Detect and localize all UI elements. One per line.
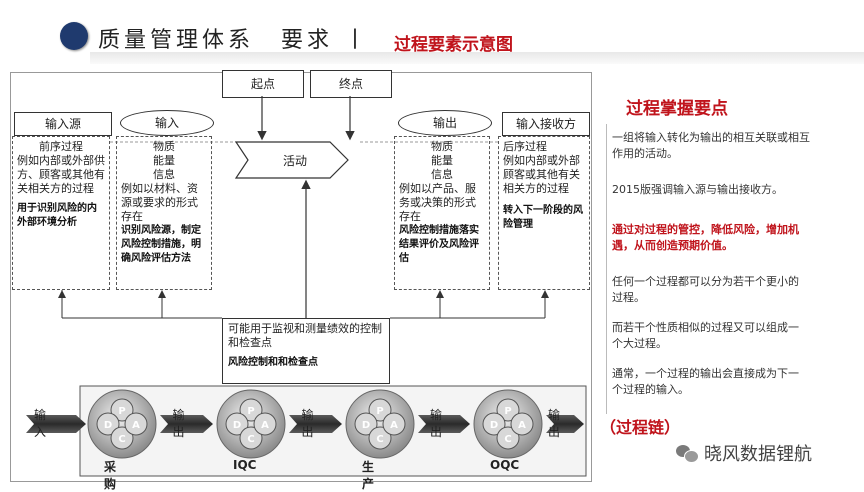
chain-output-label-1: 输出	[172, 408, 185, 439]
chain-stage-1: 采购	[104, 460, 117, 491]
pdca-letter: D	[362, 420, 370, 431]
chain-stage-3: 生产	[362, 460, 375, 491]
page-subtitle: 过程要素示意图	[394, 35, 513, 55]
end-box: 终点	[310, 70, 392, 98]
output-heading: 物质 能量 信息	[431, 140, 453, 181]
chain-output-arrow-1	[160, 415, 213, 433]
output-title: 输出	[398, 110, 492, 136]
input-box: 物质 能量 信息 例如以材料、资源或要求的形式存在 识别风险源，制定风险控制措施…	[116, 136, 212, 290]
pdca-letter: A	[261, 420, 269, 431]
chain-final-arrow	[546, 415, 584, 433]
input-source-title: 输入源	[14, 112, 112, 136]
pdca-letter: P	[118, 406, 125, 417]
title-requirement: 要求	[281, 28, 334, 53]
pdca-letter: D	[490, 420, 498, 431]
chain-stage-2: IQC	[233, 458, 257, 472]
input-source-desc: 例如内部或外部供方、顾客或其他有关相关方的过程	[17, 154, 105, 195]
activity-label: 活动	[282, 154, 307, 168]
pdca-letter: A	[132, 420, 140, 431]
panel-item-5: 而若干个性质相似的过程又可以组成一个大过程。	[612, 321, 799, 350]
input-title: 输入	[120, 110, 214, 136]
panel-item-3: 通过对过程的管控，降低风险，增加机遇，从而创造预期价值。	[612, 223, 799, 252]
checkpoint-box: 可能用于监视和测量绩效的控制和检查点 风险控制和和检查点	[222, 318, 390, 384]
panel-rule	[606, 124, 607, 414]
diagram-connectors	[58, 96, 549, 319]
chain-input-label: 输入	[34, 408, 47, 439]
output-receiver-box: 后序过程 例如内部或外部顾客或其他有关相关方的过程 转入下一阶段的风险管理	[498, 136, 590, 290]
output-desc: 例如以产品、服务或决策的形式存在	[399, 182, 476, 223]
header-divider	[90, 52, 864, 64]
input-source-box: 前序过程 例如内部或外部供方、顾客或其他有关相关方的过程 用于识别风险的内外部环…	[12, 136, 110, 290]
output-box: 物质 能量 信息 例如以产品、服务或决策的形式存在 风险控制措施落实结果评价及风…	[394, 136, 490, 290]
output-note: 风险控制措施落实结果评价及风险评估	[399, 225, 479, 264]
output-receiver-heading: 后序过程	[503, 140, 547, 153]
input-desc: 例如以材料、资源或要求的形式存在	[121, 182, 198, 223]
page-title: 质量管理体系 要求 丨	[98, 22, 370, 54]
panel-item-6: 通常，一个过程的输出会直接成为下一个过程的输入。	[612, 367, 799, 396]
pdca-letter: A	[390, 420, 398, 431]
watermark-text: 晓风数据锂航	[704, 444, 812, 465]
chain-final-output-label: 输出	[548, 408, 561, 439]
chain-output-arrow-3	[418, 415, 470, 433]
pdca-letter: D	[104, 420, 112, 431]
pdca-letter: D	[233, 420, 241, 431]
checkpoint-note: 风险控制和和检查点	[228, 357, 318, 368]
output-receiver-desc: 例如内部或外部顾客或其他有关相关方的过程	[503, 154, 580, 195]
start-box: 起点	[222, 70, 304, 98]
chain-input-arrow	[26, 415, 86, 433]
chain-output-label-2: 输出	[301, 408, 314, 439]
watermark: 晓风数据锂航	[676, 440, 812, 466]
input-heading: 物质 能量 信息	[153, 140, 175, 181]
title-main: 质量管理体系	[98, 28, 255, 53]
input-note: 识别风险源，制定风险控制措施，明确风险评估方法	[121, 225, 201, 264]
chain-output-label-3: 输出	[430, 408, 443, 439]
panel-item-4: 任何一个过程都可以分为若干个更小的过程。	[612, 275, 799, 304]
pdca-letter: C	[247, 434, 254, 445]
start-label: 起点	[250, 77, 275, 91]
pdca-letter: P	[247, 406, 254, 417]
header-circle-icon	[60, 22, 88, 50]
pdca-letter: A	[518, 420, 526, 431]
process-chain-label: （过程链）	[600, 418, 681, 437]
pdca-letter: P	[376, 406, 383, 417]
panel-item-1: 一组将输入转化为输出的相互关联或相互作用的活动。	[612, 131, 810, 160]
panel-item-2: 2015版强调输入源与输出接收方。	[612, 183, 783, 196]
chain-stage-4: OQC	[490, 458, 520, 472]
pdca-letter: C	[376, 434, 383, 445]
title-separator: 丨	[344, 28, 371, 53]
end-label: 终点	[338, 77, 363, 91]
output-receiver-note: 转入下一阶段的风险管理	[503, 205, 583, 230]
pdca-letter: C	[118, 434, 125, 445]
pdca-letter: C	[504, 434, 511, 445]
checkpoint-desc: 可能用于监视和测量绩效的控制和检查点	[228, 322, 382, 349]
pdca-letter: P	[504, 406, 511, 417]
output-receiver-title: 输入接收方	[502, 112, 590, 136]
input-source-note: 用于识别风险的内外部环境分析	[17, 203, 97, 228]
input-source-heading: 前序过程	[39, 140, 83, 153]
panel-title: 过程掌握要点	[626, 99, 728, 119]
chain-output-arrow-2	[289, 415, 342, 433]
wechat-icon	[676, 442, 699, 464]
